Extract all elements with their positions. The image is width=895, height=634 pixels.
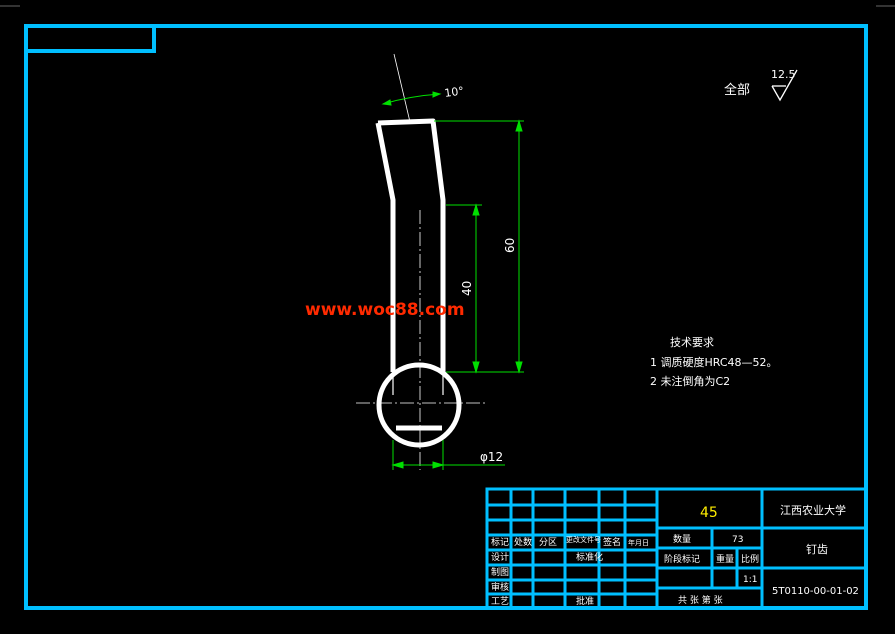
tb-row-draw: 制图 bbox=[491, 566, 509, 578]
scale-value: 1:1 bbox=[743, 575, 757, 585]
dimension-60 bbox=[434, 119, 524, 374]
tb-header-mark: 标记 bbox=[491, 536, 509, 548]
tb-row-process: 工艺 bbox=[491, 596, 509, 607]
tb-header-change-doc: 更改文件号 bbox=[566, 535, 601, 544]
watermark-text: www.woc88.com bbox=[305, 300, 465, 320]
weight-label: 重量 bbox=[716, 553, 734, 565]
surface-finish-value: 12.5 bbox=[771, 68, 796, 81]
sheets-label: 共 张 第 张 bbox=[678, 594, 723, 606]
scale-label: 比例 bbox=[741, 553, 759, 565]
material-text: 45 bbox=[700, 505, 718, 521]
tb-header-count: 处数 bbox=[514, 536, 532, 548]
angle-dimension-text: 10° bbox=[444, 84, 465, 100]
drawing-number-text: 5T0110-00-01-02 bbox=[772, 586, 859, 597]
dimension-40 bbox=[446, 203, 482, 374]
tb-standardize: 标准化 bbox=[576, 551, 603, 563]
university-text: 江西农业大学 bbox=[780, 503, 846, 517]
tb-row-review: 审核 bbox=[491, 581, 509, 593]
quantity-label: 数量 bbox=[673, 533, 691, 545]
stage-mark-label: 阶段标记 bbox=[664, 553, 700, 565]
tech-req-item-2: 2 未注倒角为C2 bbox=[650, 374, 730, 388]
surface-finish-symbol: 全部 12.5 bbox=[724, 68, 798, 102]
tech-requirements: 技术要求 1 调质硬度HRC48—52。 2 未注倒角为C2 bbox=[650, 336, 778, 388]
diameter-text: φ12 bbox=[480, 450, 503, 464]
tech-req-heading: 技术要求 bbox=[670, 336, 714, 349]
dimension-diameter bbox=[391, 440, 505, 470]
tb-approve: 批准 bbox=[576, 595, 594, 607]
part-name-text: 钉齿 bbox=[806, 543, 828, 556]
tb-header-zone: 分区 bbox=[539, 537, 557, 548]
centerline-upper bbox=[393, 53, 411, 123]
tech-req-item-1: 1 调质硬度HRC48—52。 bbox=[650, 355, 778, 369]
dimension-angle bbox=[381, 91, 442, 106]
length-40-text: 40 bbox=[460, 281, 474, 296]
title-block bbox=[485, 487, 868, 610]
tb-header-date: 年月日 bbox=[628, 538, 649, 547]
drawing-border bbox=[24, 24, 868, 610]
surface-finish-label: 全部 bbox=[724, 82, 750, 98]
length-60-text: 60 bbox=[503, 238, 517, 253]
part-outline bbox=[375, 118, 462, 448]
tb-row-design: 设计 bbox=[491, 551, 509, 563]
top-left-stamp-box bbox=[24, 24, 156, 53]
title-block-text: 标记 处数 分区 更改文件号 签名 年月日 设计 制图 审核 工艺 标准化 批准… bbox=[491, 503, 859, 607]
quantity-value: 73 bbox=[732, 535, 743, 545]
tb-header-sign: 签名 bbox=[603, 536, 621, 548]
